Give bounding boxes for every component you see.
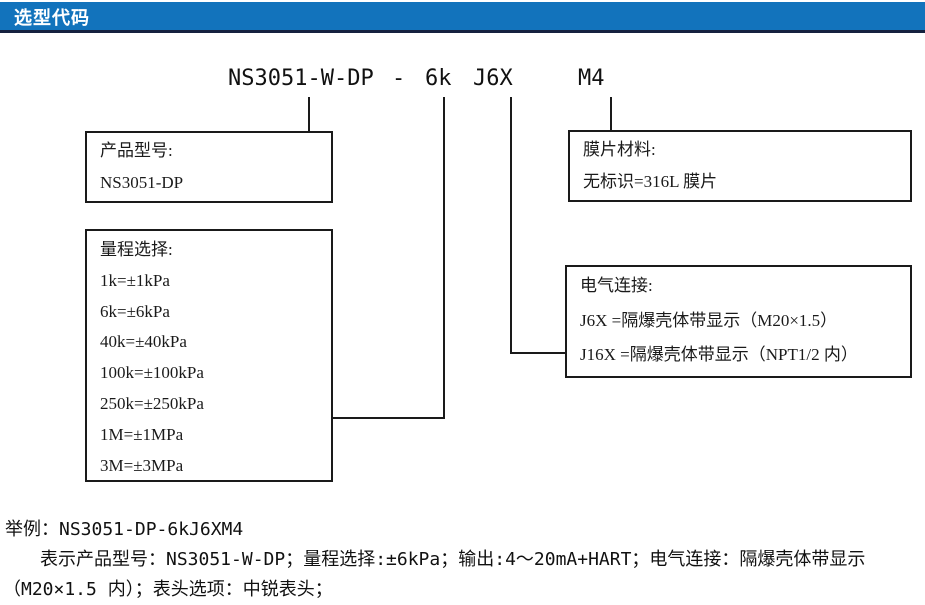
example-title: 举例：NS3051-DP-6kJ6XM4 — [5, 519, 244, 540]
connector-range-stem — [443, 97, 445, 419]
box-product-model: 产品型号: NS3051-DP — [85, 131, 333, 203]
box-range-option: 40k=±40kPa — [100, 332, 187, 352]
section-title: 选型代码 — [14, 8, 90, 28]
box-electrical-connection: 电气连接: J6X =隔爆壳体带显示（M20×1.5） J16X =隔爆壳体带显… — [565, 265, 912, 378]
example-description: 表示产品型号：NS3051-W-DP；量程选择:±6kPa；输出:4～20mA+… — [40, 549, 866, 570]
box-diaphragm-title: 膜片材料: — [583, 140, 656, 159]
code-segment-range: 6k — [425, 66, 452, 91]
example-description-continued: （M20×1.5 内）；表头选项：中锐表头； — [3, 579, 333, 600]
box-electrical-option: J16X =隔爆壳体带显示（NPT1/2 内） — [580, 345, 858, 364]
connector-display-stem — [610, 97, 612, 130]
code-segment-display: M4 — [578, 66, 605, 91]
box-diaphragm-material: 膜片材料: 无标识=316L 膜片 — [568, 130, 912, 202]
box-electrical-option: J6X =隔爆壳体带显示（M20×1.5） — [580, 310, 838, 330]
box-range-selection: 量程选择: 1k=±1kPa 6k=±6kPa 40k=±40kPa 100k=… — [85, 229, 333, 482]
code-segment-model: NS3051-W-DP — [228, 66, 374, 91]
connector-electrical-stem — [510, 97, 512, 354]
code-segment-electrical: J6X — [473, 66, 513, 91]
box-product-model-title: 产品型号: — [100, 141, 173, 160]
connector-range-elbow — [333, 417, 445, 419]
section-header-bar: 选型代码 — [0, 2, 925, 33]
box-range-option: 250k=±250kPa — [100, 393, 204, 413]
box-diaphragm-value: 无标识=316L 膜片 — [583, 172, 718, 191]
box-range-option: 100k=±100kPa — [100, 363, 204, 383]
connector-electrical-elbow — [510, 352, 567, 354]
box-range-title: 量程选择: — [100, 240, 173, 259]
box-product-model-value: NS3051-DP — [100, 173, 184, 192]
box-range-option: 3M=±3MPa — [100, 455, 184, 475]
connector-model-stem — [308, 97, 310, 131]
code-segment-separator: - — [392, 66, 406, 91]
box-range-option: 1M=±1MPa — [100, 424, 184, 444]
box-electrical-title: 电气连接: — [580, 276, 653, 295]
box-range-option: 6k=±6kPa — [100, 301, 170, 321]
box-range-option: 1k=±1kPa — [100, 270, 170, 290]
